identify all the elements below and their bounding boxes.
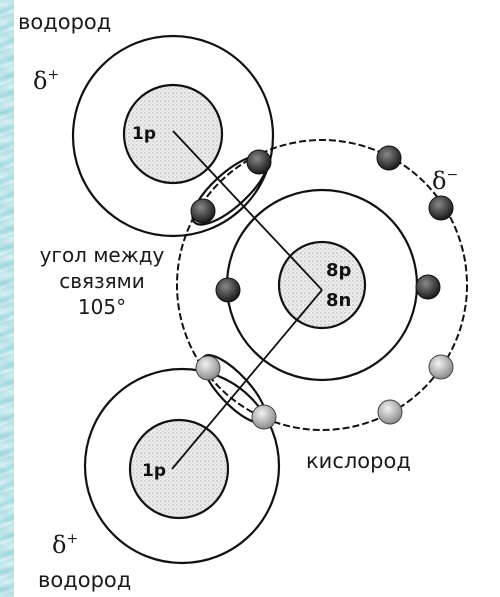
oxygen-nucleus: [277, 240, 367, 330]
electron: [215, 277, 241, 303]
hydrogen-top-label: водород: [18, 10, 112, 34]
oxygen-neutrons-label: 8n: [326, 290, 351, 311]
charge-symbol: δ: [33, 67, 48, 95]
hydrogen-top-orbit: [71, 34, 275, 238]
oxygen-label: кислород: [306, 449, 411, 473]
electron: [376, 145, 402, 171]
electron: [195, 355, 221, 381]
electrons-light: [195, 354, 454, 430]
electron: [190, 198, 216, 224]
hydrogen-bottom-nucleus-label: 1p: [142, 461, 166, 481]
angle-label-line2: связями: [59, 269, 145, 293]
hydrogen-bottom-nucleus: [128, 418, 230, 520]
electron: [428, 354, 454, 380]
hydrogen-top-nucleus: [122, 83, 224, 185]
decorative-border: [0, 0, 14, 597]
hydrogen-atom-bottom: 1p: [83, 367, 281, 565]
charge-symbol: δ: [52, 531, 67, 559]
oxygen-protons-label: 8p: [326, 260, 352, 281]
angle-label-line3: 105°: [77, 295, 127, 319]
angle-label-line1: угол между: [39, 243, 165, 267]
hydrogen-bottom-orbit: [83, 367, 281, 565]
hydrogen-top-charge: δ+: [33, 68, 59, 93]
charge-sign: +: [47, 67, 60, 83]
electron: [428, 195, 454, 221]
hydrogen-top-nucleus-label: 1p: [132, 124, 156, 144]
charge-symbol: δ: [432, 167, 447, 195]
charge-sign: −: [446, 167, 459, 183]
oxygen-outer-orbit: [176, 139, 468, 431]
electron: [415, 274, 441, 300]
hydrogen-atom-top: 1p: [71, 34, 275, 238]
hydrogen-bottom-charge: δ+: [52, 532, 78, 557]
charge-sign: +: [66, 531, 79, 547]
electron: [246, 149, 272, 175]
bond-angle-label: угол между связями 105°: [32, 242, 172, 320]
electrons-dark: [190, 145, 454, 303]
electron: [377, 399, 403, 425]
hydrogen-bottom-label: водород: [38, 568, 132, 592]
electron: [251, 404, 277, 430]
oxygen-charge: δ−: [432, 168, 458, 193]
bond-line-top: [172, 130, 323, 291]
